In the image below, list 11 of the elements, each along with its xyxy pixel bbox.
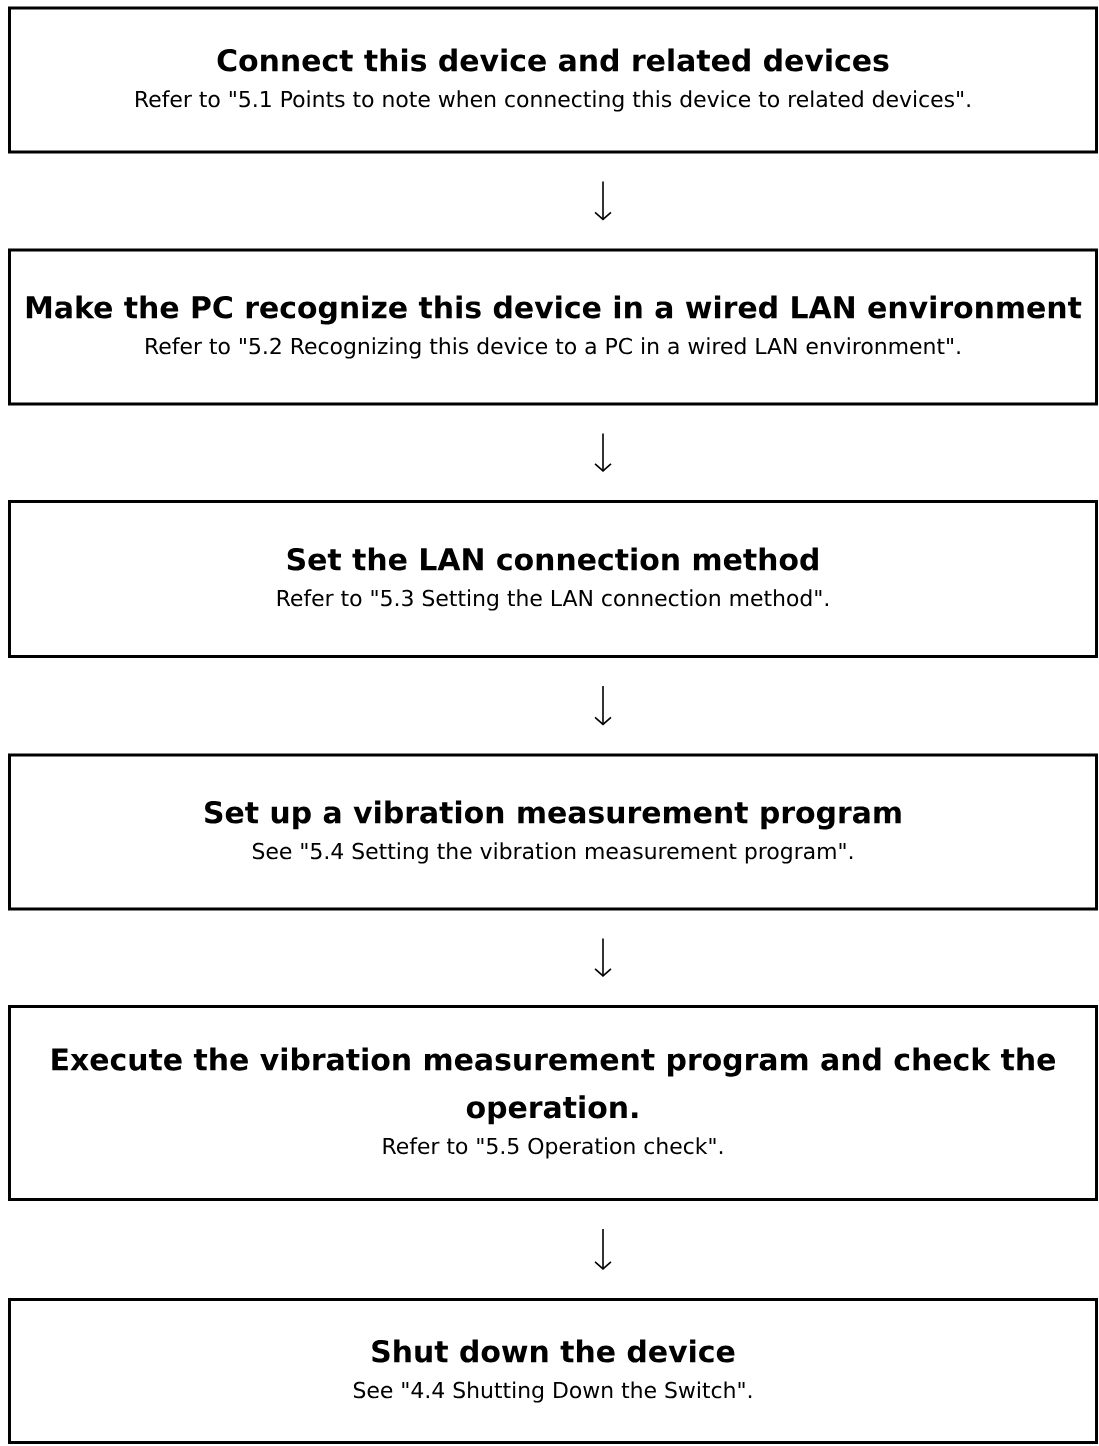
arrow [594, 180, 612, 221]
arrow [594, 1228, 612, 1270]
arrow [594, 432, 612, 472]
step-box: Shut down the device See "4.4 Shutting Down the Switch". [8, 1298, 1098, 1444]
arrow [594, 937, 612, 977]
step-box: Set up a vibration measurement program See "5.4 Setting the vibration measurement program". [8, 753, 1098, 911]
arrow [594, 685, 612, 726]
step-box: Set the LAN connection method Refer to "5.3 Setting the LAN connection method". [8, 500, 1098, 658]
step-box: Make the PC recognize this device in a wired LAN environment Refer to "5.2 Recognizing this device to a PC in a wired LAN environment". [8, 248, 1098, 406]
step-box: Connect this device and related devices Refer to "5.1 Points to note when connecting this device to related devices". [8, 6, 1098, 154]
step-box: Execute the vibration measurement program and check the operation. Refer to "5.5 Operation check". [8, 1005, 1098, 1201]
